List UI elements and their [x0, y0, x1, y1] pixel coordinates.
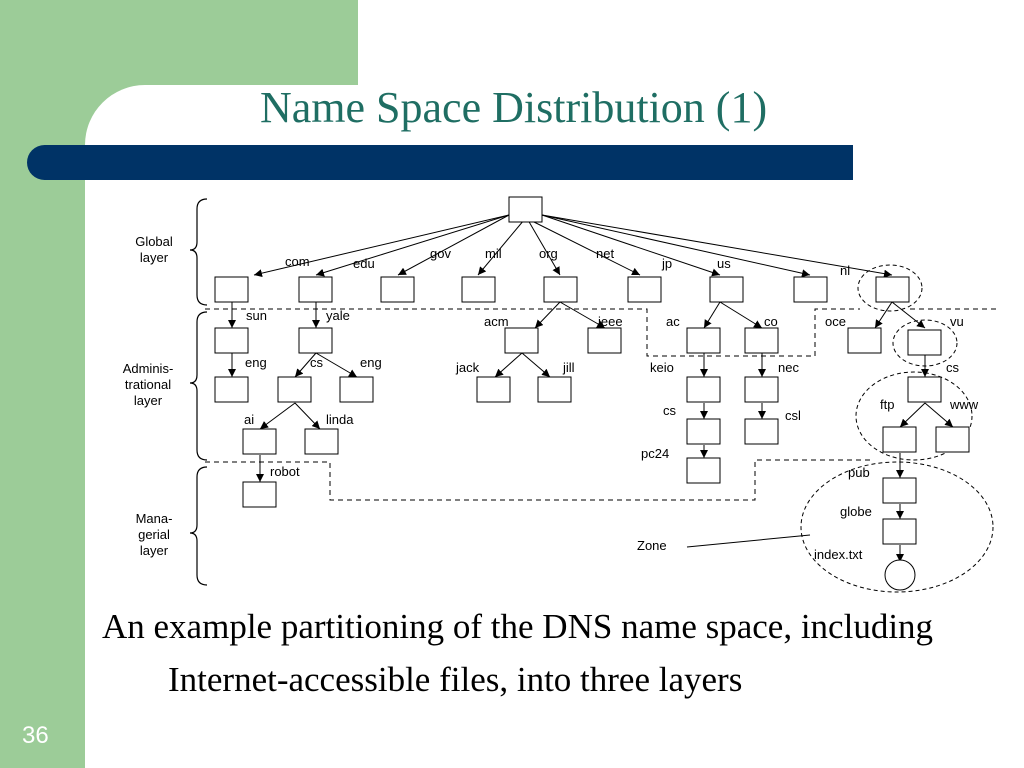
node-eng-1 — [214, 376, 249, 403]
node-org — [543, 276, 578, 303]
zone-pointer-line — [686, 534, 811, 548]
node-nl — [875, 276, 910, 303]
node-nec — [744, 376, 779, 403]
node-acm — [504, 327, 539, 354]
node-www — [935, 426, 970, 453]
node-sun — [214, 327, 249, 354]
tree-nodes — [214, 196, 970, 591]
node-globe — [882, 518, 917, 545]
managerial-layer-brace — [189, 466, 208, 586]
title-underline-bar — [27, 145, 853, 180]
global-layer-label-1: Global — [135, 234, 173, 249]
node-vu — [907, 329, 942, 356]
label-yale: yale — [326, 308, 350, 323]
node-co — [744, 327, 779, 354]
managerial-layer-label-1: Mana- — [136, 511, 173, 526]
label-nl: nl — [840, 263, 850, 278]
label-www: www — [949, 397, 979, 412]
node-pub — [882, 477, 917, 504]
node-cs-2 — [686, 418, 721, 445]
label-acm: acm — [484, 314, 509, 329]
node-jill — [537, 376, 572, 403]
admin-layer-label-2: trational — [125, 377, 171, 392]
admin-layer-label-3: layer — [134, 393, 163, 408]
node-gov — [380, 276, 415, 303]
global-layer-brace — [189, 198, 208, 306]
label-keio: keio — [650, 360, 674, 375]
label-zone: Zone — [637, 538, 667, 553]
slide-title: Name Space Distribution (1) — [260, 83, 768, 132]
managerial-layer-label-2: gerial — [138, 527, 170, 542]
label-ieee: ieee — [598, 314, 623, 329]
label-globe: globe — [840, 504, 872, 519]
label-ac: ac — [666, 314, 680, 329]
node-linda — [304, 428, 339, 455]
node-jack — [476, 376, 511, 403]
label-linda: linda — [326, 412, 354, 427]
label-net: net — [596, 246, 614, 261]
label-pub: pub — [848, 465, 870, 480]
node-index-file — [884, 559, 916, 591]
layer-boundary-lines — [205, 308, 1000, 501]
label-eng-1: eng — [245, 355, 267, 370]
label-pc24: pc24 — [641, 446, 669, 461]
label-edu: edu — [353, 256, 375, 271]
node-edu — [298, 276, 333, 303]
slide-caption: An example partitioning of the DNS name … — [102, 607, 934, 699]
node-pc24 — [686, 457, 721, 484]
node-oce — [847, 327, 882, 354]
label-jill: jill — [562, 360, 575, 375]
label-nec: nec — [778, 360, 799, 375]
node-ai — [242, 428, 277, 455]
label-mil: mil — [485, 246, 502, 261]
label-oce: oce — [825, 314, 846, 329]
label-cs-1: cs — [310, 355, 324, 370]
managerial-layer-label-3: layer — [140, 543, 169, 558]
label-jp: jp — [661, 256, 672, 271]
label-index: index.txt — [814, 547, 863, 562]
node-com — [214, 276, 249, 303]
label-robot: robot — [270, 464, 300, 479]
label-csl: csl — [785, 408, 801, 423]
label-com: com — [285, 254, 310, 269]
node-ftp — [882, 426, 917, 453]
page-number: 36 — [22, 722, 49, 749]
label-gov: gov — [430, 246, 451, 261]
global-layer-label-2: layer — [140, 250, 169, 265]
node-us — [793, 276, 828, 303]
label-cs-2: cs — [663, 403, 677, 418]
node-robot — [242, 481, 277, 508]
node-keio — [686, 376, 721, 403]
label-vu: vu — [950, 314, 964, 329]
admin-layer-brace — [189, 311, 208, 461]
node-jp — [709, 276, 744, 303]
dns-namespace-diagram: Global layer Adminis- trational layer Ma… — [110, 195, 1000, 595]
label-ftp: ftp — [880, 397, 894, 412]
label-sun: sun — [246, 308, 267, 323]
label-org: org — [539, 246, 558, 261]
node-cs-1 — [277, 376, 312, 403]
edge-labels: com edu gov mil org net jp us nl sun yal… — [244, 246, 979, 562]
node-ieee — [587, 327, 622, 354]
label-us: us — [717, 256, 731, 271]
label-jack: jack — [455, 360, 480, 375]
node-net — [627, 276, 662, 303]
admin-layer-label-1: Adminis- — [123, 361, 174, 376]
node-yale — [298, 327, 333, 354]
label-co: co — [764, 314, 778, 329]
node-mil — [461, 276, 496, 303]
label-ai: ai — [244, 412, 254, 427]
root-node — [508, 196, 543, 223]
node-ac — [686, 327, 721, 354]
label-cs-3: cs — [946, 360, 960, 375]
node-eng-2 — [339, 376, 374, 403]
node-cs-3 — [907, 376, 942, 403]
node-csl — [744, 418, 779, 445]
tree-edges — [228, 214, 954, 562]
label-eng-2: eng — [360, 355, 382, 370]
